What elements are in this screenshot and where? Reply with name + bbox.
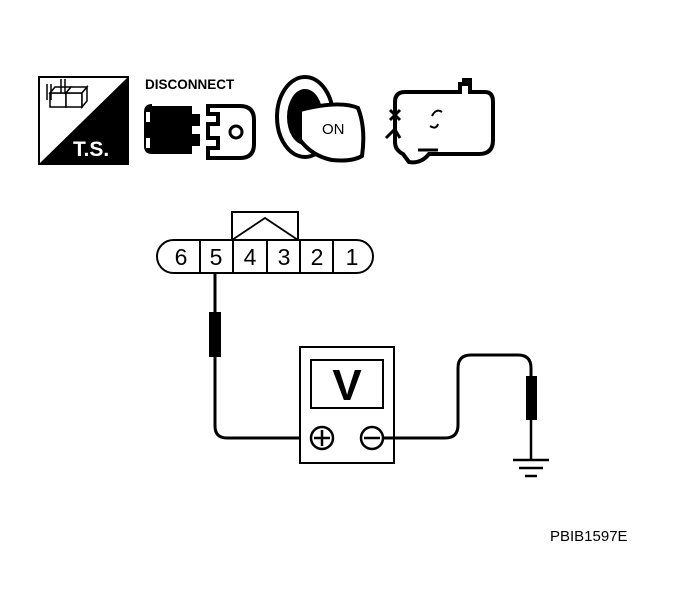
ts-icon: T.S. <box>38 76 129 165</box>
plus-terminal-icon <box>309 425 335 451</box>
pin-4: 4 <box>244 244 257 270</box>
ignition-on-label: ON <box>322 121 345 138</box>
ignition-key-icon: ON <box>275 75 366 163</box>
positive-probe-lead <box>209 274 312 440</box>
minus-terminal-icon <box>359 425 385 451</box>
voltmeter-display: V <box>332 361 362 410</box>
pin-2: 2 <box>311 244 324 270</box>
pin-6: 6 <box>175 244 188 270</box>
connector: 6 5 4 3 2 1 <box>156 211 374 274</box>
disconnect-icon: DISCONNECT <box>144 77 256 160</box>
negative-probe-lead <box>383 353 537 460</box>
pin-1: 1 <box>346 244 359 270</box>
voltmeter: V <box>299 346 395 464</box>
pin-3: 3 <box>278 244 291 270</box>
figure-code: PBIB1597E <box>550 528 628 545</box>
ts-label: T.S. <box>73 138 109 161</box>
disconnect-label: DISCONNECT <box>145 77 235 92</box>
ground-icon <box>513 458 549 478</box>
pin-5: 5 <box>210 244 223 270</box>
engine-icon <box>384 78 495 165</box>
